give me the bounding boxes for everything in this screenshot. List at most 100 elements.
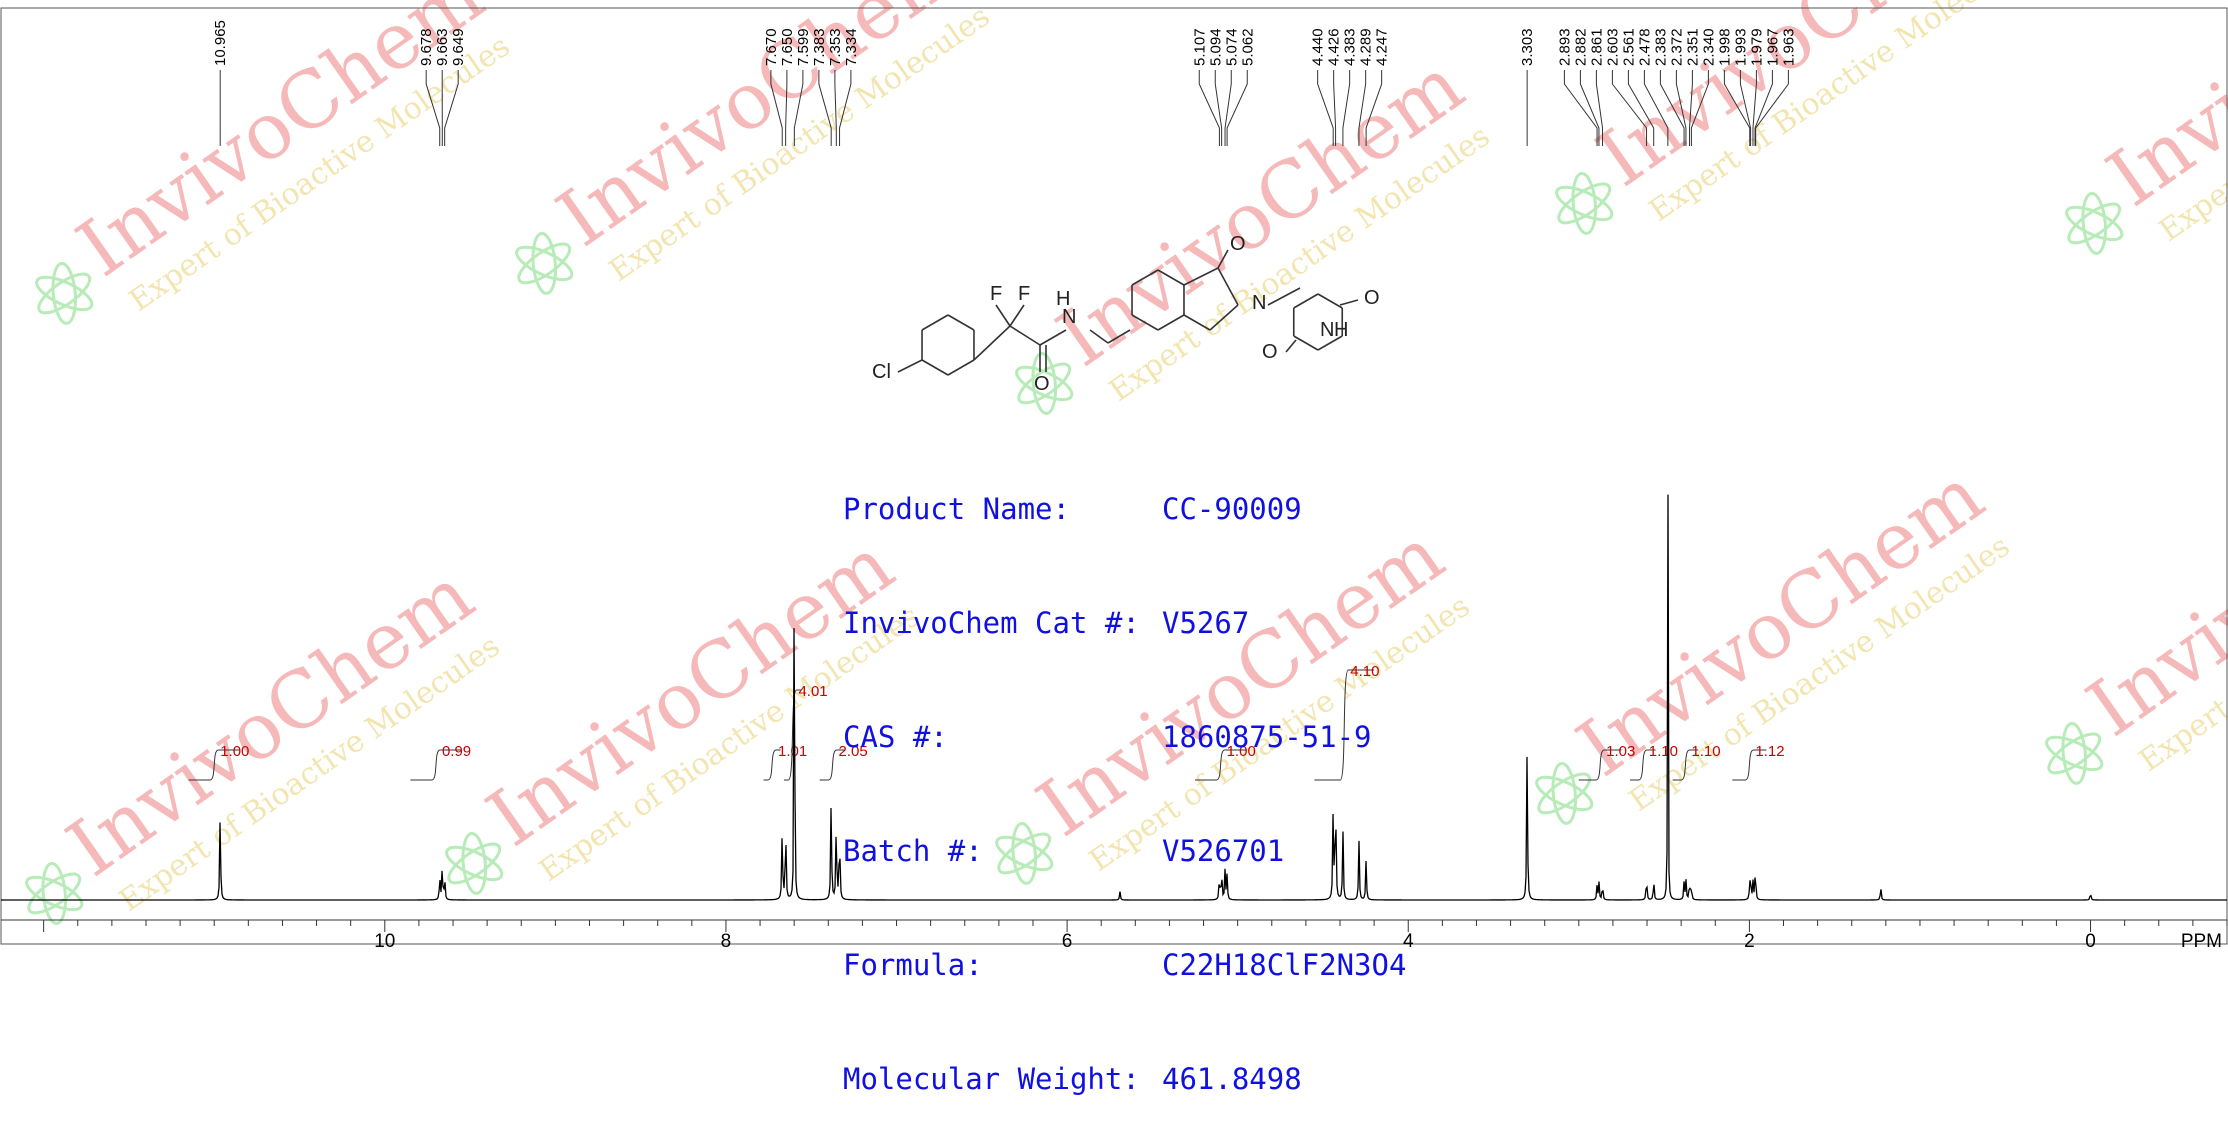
bond <box>898 360 922 372</box>
watermark-ring <box>531 233 558 295</box>
watermark-ring <box>1532 771 1596 816</box>
molecular-weight-label: Molecular Weight: <box>843 1060 1140 1098</box>
peak-label: 4.383 <box>1342 28 1359 66</box>
watermark-ring <box>51 263 78 325</box>
formula-label: Formula: <box>843 946 1140 984</box>
peak-label: 2.893 <box>1556 28 1573 66</box>
bond <box>1294 336 1318 350</box>
peak-label: 9.678 <box>418 28 435 66</box>
batch-number-value: V526701 <box>1162 832 1406 870</box>
peak-label: 5.062 <box>1239 28 1256 66</box>
peak-label: 2.351 <box>1684 28 1701 66</box>
bond <box>948 360 974 375</box>
peak-label: 1.979 <box>1748 28 1765 66</box>
atom-label: H <box>1056 288 1070 310</box>
peak-label: 4.426 <box>1326 28 1343 66</box>
integral-label: 4.01 <box>798 683 827 700</box>
peak-label: 3.303 <box>1519 28 1536 66</box>
peak-label: 9.663 <box>434 28 451 66</box>
bond <box>1010 326 1040 345</box>
x-tick-label: 0 <box>2085 931 2096 951</box>
bond <box>922 315 948 330</box>
bond <box>1010 305 1024 326</box>
cas-number-value: 1860875-51-9 <box>1162 718 1406 756</box>
bond <box>1318 294 1342 308</box>
watermark-ring <box>2081 193 2108 255</box>
cat-number-value: V5267 <box>1162 604 1406 642</box>
watermark-ring <box>1552 181 1616 226</box>
peak-label: 7.334 <box>843 28 860 66</box>
watermark-brand: InvivoChem <box>52 550 490 894</box>
integral-label: 0.99 <box>442 743 471 760</box>
atom-label: O <box>1034 373 1050 395</box>
watermark-ring <box>442 841 506 886</box>
integral-label: 1.03 <box>1606 743 1635 760</box>
watermark-ring <box>1551 763 1578 825</box>
peak-label: 5.074 <box>1223 28 1240 66</box>
atom-label: F <box>990 283 1002 305</box>
peak-label: 1.967 <box>1764 28 1781 66</box>
bond <box>996 305 1010 326</box>
cat-number-label: InvivoChem Cat #: <box>843 604 1140 642</box>
peak-label: 4.247 <box>1374 28 1391 66</box>
formula-value: C22H18ClF2N3O4 <box>1162 946 1406 984</box>
peak-label: 5.094 <box>1207 28 1224 66</box>
x-tick-label: 2 <box>1744 931 1755 951</box>
peak-label: 1.963 <box>1780 28 1797 66</box>
bond <box>1286 340 1296 352</box>
atom-label: O <box>1230 233 1246 255</box>
atom-label: F <box>1018 283 1030 305</box>
peak-label: 7.650 <box>779 28 796 66</box>
watermark-ring <box>32 271 96 316</box>
peak-label: 7.599 <box>795 28 812 66</box>
watermark-ring <box>22 871 86 916</box>
peak-leader-line <box>1215 70 1221 146</box>
peak-label: 2.561 <box>1620 28 1637 66</box>
integral-label: 1.00 <box>220 743 249 760</box>
x-axis-label: PPM <box>2181 931 2222 951</box>
peak-label: 7.670 <box>763 28 780 66</box>
peak-label: 2.603 <box>1604 28 1621 66</box>
peak-label: 2.861 <box>1588 28 1605 66</box>
watermark-ring <box>461 833 488 895</box>
peak-label: 4.289 <box>1358 28 1375 66</box>
product-name-value: CC-90009 <box>1162 490 1406 528</box>
peak-label: 9.649 <box>450 28 467 66</box>
bond <box>1340 300 1358 305</box>
peak-label: 7.353 <box>827 28 844 66</box>
bond <box>948 315 974 330</box>
atom-label: H <box>1334 319 1348 341</box>
peak-label: 5.107 <box>1191 28 1208 66</box>
bond <box>974 326 1010 360</box>
integral-label: 1.10 <box>1691 743 1720 760</box>
peak-leader-line <box>1225 70 1231 146</box>
peak-label: 1.993 <box>1732 28 1749 66</box>
atom-label: O <box>1364 287 1380 309</box>
watermark-ring <box>41 863 68 925</box>
atom-label: N <box>1320 319 1334 341</box>
watermark-ring <box>2061 723 2088 785</box>
peak-label: 10.965 <box>212 20 229 66</box>
peak-label: 2.340 <box>1700 28 1717 66</box>
peak-label: 2.383 <box>1652 28 1669 66</box>
atom-label: O <box>1262 341 1278 363</box>
cas-number-label: CAS #: <box>843 718 1140 756</box>
info-value-list: CC-90009 V5267 1860875-51-9 V526701 C22H… <box>1162 414 1406 1136</box>
bond <box>1294 294 1318 308</box>
peak-label: 2.882 <box>1572 28 1589 66</box>
peak-leader-line <box>1227 70 1247 146</box>
x-tick-label: 8 <box>721 931 732 951</box>
peak-label: 4.440 <box>1310 28 1327 66</box>
atom-label: N <box>1252 292 1266 314</box>
peak-label: 2.372 <box>1668 28 1685 66</box>
product-name-label: Product Name: <box>843 490 1140 528</box>
molecular-weight-value: 461.8498 <box>1162 1060 1406 1098</box>
peak-label: 2.478 <box>1636 28 1653 66</box>
x-tick-label: 10 <box>374 931 395 951</box>
batch-number-label: Batch #: <box>843 832 1140 870</box>
